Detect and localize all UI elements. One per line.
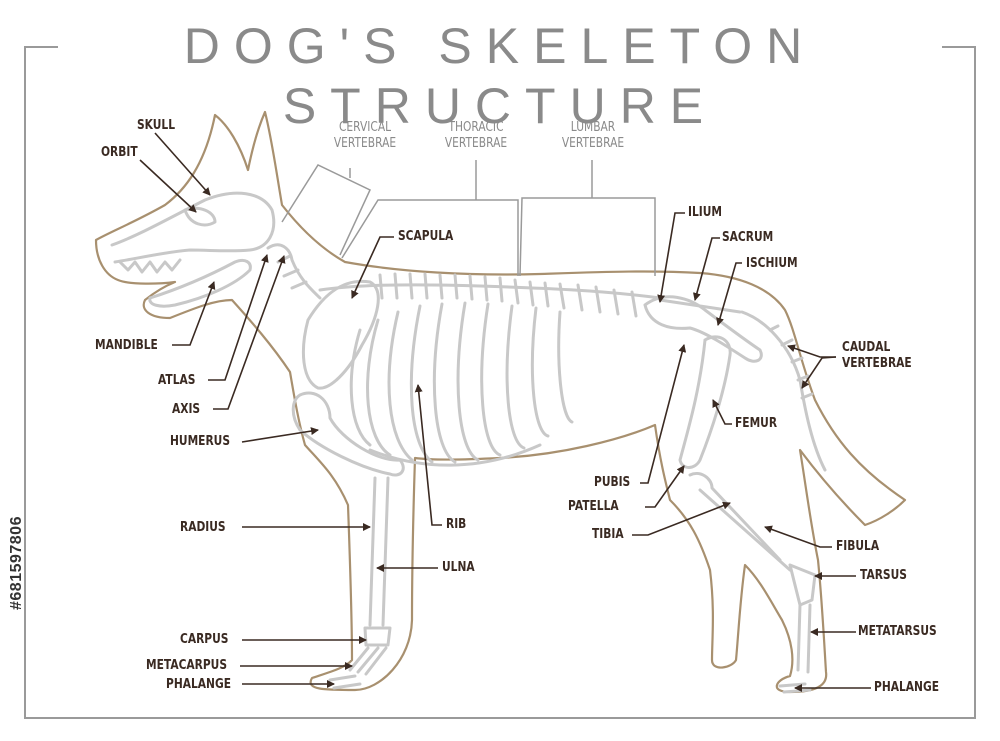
label-axis: AXIS [172, 402, 201, 417]
leader-lines [139, 132, 871, 692]
side-watermark-id: #681597806 [8, 516, 25, 610]
section-brackets [281, 160, 656, 277]
ilium-leader [657, 212, 685, 303]
skull-leader [154, 132, 211, 196]
label-rib: RIB [446, 517, 467, 532]
label-scapula: SCAPULA [398, 229, 454, 244]
label-tibia: TIBIA [592, 527, 624, 542]
label-sacrum: SACRUM [722, 230, 774, 245]
pubis-leader [640, 344, 687, 484]
bones [110, 191, 827, 694]
label-phalange-front: PHALANGE [166, 677, 231, 692]
label-atlas: ATLAS [158, 373, 196, 388]
label-pubis: PUBIS [594, 475, 631, 490]
mandible-leader [172, 281, 216, 346]
cervical-bracket [281, 164, 371, 256]
label-metacarpus: METACARPUS [146, 658, 228, 673]
thoracic-bracket [341, 160, 519, 276]
orbit-leader [139, 159, 197, 213]
label-carpus: CARPUS [180, 632, 229, 647]
humerus-leader [241, 427, 319, 443]
axis-leader [213, 255, 286, 410]
patella-leader [645, 465, 685, 508]
frame [24, 46, 976, 719]
fibula-leader [764, 525, 832, 548]
scapula-leader [351, 236, 394, 299]
dog-body-outline [94, 110, 907, 694]
sacrum-leader [692, 237, 720, 301]
label-skull: SKULL [137, 118, 176, 133]
label-femur: FEMUR [735, 416, 778, 431]
label-patella: PATELLA [568, 499, 619, 514]
cervical-vertebrae-section: CERVICAL VERTEBRAE [333, 120, 397, 151]
tibia-leader [632, 501, 731, 536]
label-ulna: ULNA [442, 560, 475, 575]
label-orbit: ORBIT [101, 145, 138, 160]
label-ischium: ISCHIUM [746, 256, 798, 271]
lumbar-vertebrae-section: LUMBAR VERTEBRAE [561, 120, 625, 151]
thoracic-vertebrae-section: THORACIC VERTEBRAE [444, 120, 508, 151]
label-mandible: MANDIBLE [95, 338, 158, 353]
caudal-leader-2 [801, 356, 837, 389]
label-phalange-hind: PHALANGE [874, 680, 939, 695]
label-radius: RADIUS [180, 520, 226, 535]
label-caudal-vertebrae: CAUDAL VERTEBRAE [842, 340, 912, 371]
label-humerus: HUMERUS [170, 434, 231, 449]
diagram-title: DOG'S SKELETON STRUCTURE [183, 18, 817, 134]
label-tarsus: TARSUS [860, 568, 907, 583]
atlas-leader [208, 254, 269, 381]
femur-leader [712, 399, 732, 425]
label-metatarsus: METATARSUS [858, 624, 937, 639]
lumbar-bracket [519, 160, 656, 277]
label-ilium: ILIUM [688, 205, 722, 220]
ischium-leader [716, 262, 742, 326]
caudal-leader-1 [787, 344, 836, 358]
label-fibula: FIBULA [836, 539, 880, 554]
rib-leader [414, 384, 442, 526]
